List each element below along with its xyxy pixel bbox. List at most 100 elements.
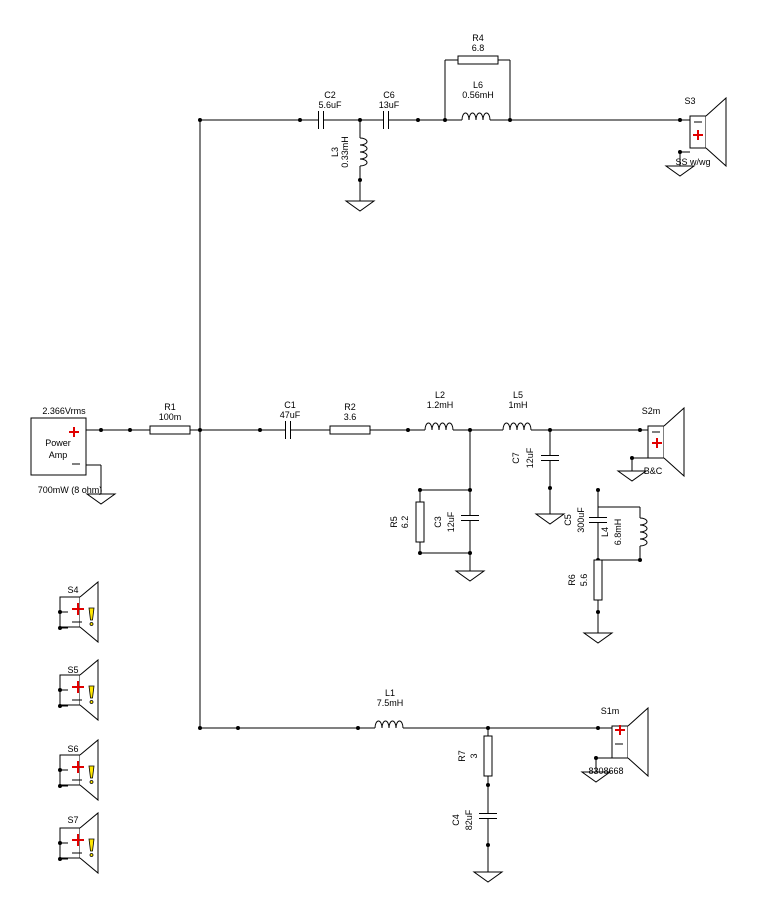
r2-value-label: 3.6 (344, 412, 357, 422)
capacitor-c2[interactable]: C2 5.6uF (318, 90, 342, 130)
ground-l3 (345, 194, 375, 212)
l3-name-label: L3 (330, 147, 340, 157)
ground-r6 (583, 626, 613, 644)
amp-label-1: Power (45, 438, 71, 448)
junctions (99, 118, 682, 847)
c1-value-label: 47uF (280, 410, 301, 420)
capacitor-c6[interactable]: C6 13uF (379, 90, 400, 130)
inductor-l1[interactable]: L1 7.5mH (374, 688, 404, 729)
c5-value-label: 300uF (576, 507, 586, 533)
c5-name-label: C5 (563, 514, 573, 526)
l5-name-label: L5 (513, 390, 523, 400)
r4-name-label: R4 (472, 33, 484, 43)
l6-value-label: 0.56mH (462, 90, 494, 100)
c1-name-label: C1 (284, 400, 296, 410)
l1-value-label: 7.5mH (377, 698, 404, 708)
plus-icon (615, 725, 625, 735)
capacitor-c4[interactable]: C4 82uF (451, 809, 498, 830)
s3-model-label: SS w/wg (675, 157, 710, 167)
resistor-r7[interactable]: R7 3 (457, 735, 493, 777)
ground-s2m (617, 464, 647, 482)
resistor-r2[interactable]: R2 3.6 (329, 402, 371, 435)
l1-name-label: L1 (385, 688, 395, 698)
power-amp[interactable]: Power Amp (30, 417, 101, 476)
wires (86, 59, 690, 866)
inductor-l6[interactable]: L6 0.56mH (461, 80, 494, 121)
amp-label-2: Amp (49, 450, 68, 460)
capacitor-c7[interactable]: C7 12uF (511, 447, 560, 468)
s6-name-label: S6 (67, 744, 78, 754)
r2-name-label: R2 (344, 402, 356, 412)
resistor-r4[interactable]: R4 6.8 (457, 33, 499, 65)
plus-icon (72, 761, 84, 773)
c3-name-label: C3 (433, 516, 443, 528)
s2m-name-label: S2m (642, 406, 661, 416)
r6-value-label: 5.6 (579, 574, 589, 587)
plus-icon (69, 427, 79, 437)
capacitor-c1[interactable]: C1 47uF (280, 400, 301, 440)
capacitor-c3[interactable]: C3 12uF (433, 511, 480, 532)
r7-name-label: R7 (457, 750, 467, 762)
resistor-r1[interactable]: R1 100m (149, 402, 191, 435)
ground-c3 (455, 564, 485, 582)
inductor-l5[interactable]: L5 1mH (502, 390, 532, 431)
c7-value-label: 12uF (525, 447, 535, 468)
r4-value-label: 6.8 (472, 43, 485, 53)
r1-value-label: 100m (159, 412, 182, 422)
amp-voltage: 2.366Vrms (42, 406, 86, 416)
inductor-l3[interactable]: L3 0.33mH (330, 136, 368, 168)
c4-value-label: 82uF (464, 809, 474, 830)
c6-name-label: C6 (383, 90, 395, 100)
l3-value-label: 0.33mH (340, 136, 350, 168)
speaker-s2m[interactable]: S2m B&C (642, 406, 685, 477)
r5-name-label: R5 (389, 516, 399, 528)
r5-value-label: 6.2 (400, 516, 410, 529)
c2-name-label: C2 (324, 90, 336, 100)
c7-name-label: C7 (511, 452, 521, 464)
l2-value-label: 1.2mH (427, 400, 454, 410)
resistor-r5[interactable]: R5 6.2 (389, 501, 425, 543)
speaker-s7[interactable]: S7 (58, 812, 99, 874)
warning-icon (88, 607, 95, 621)
plus-icon (72, 603, 84, 615)
s3-name-label: S3 (684, 96, 695, 106)
speaker-s5[interactable]: S5 (58, 659, 99, 721)
s1m-name-label: S1m (601, 706, 620, 716)
warning-icon (88, 765, 95, 779)
r1-name-label: R1 (164, 402, 176, 412)
plus-icon (72, 681, 84, 693)
l4-value-label: 6.8mH (613, 519, 623, 546)
c4-name-label: C4 (451, 814, 461, 826)
speaker-s6[interactable]: S6 (58, 739, 99, 801)
c3-value-label: 12uF (446, 511, 456, 532)
l4-name-label: L4 (600, 527, 610, 537)
plus-icon (72, 834, 84, 846)
amp-power: 700mW (8 ohm) (38, 485, 103, 495)
warning-icon (88, 685, 95, 699)
r6-name-label: R6 (567, 574, 577, 586)
l5-value-label: 1mH (508, 400, 527, 410)
warning-icon (88, 838, 95, 852)
l6-name-label: L6 (473, 80, 483, 90)
s5-name-label: S5 (67, 665, 78, 675)
s4-name-label: S4 (67, 585, 78, 595)
plus-icon (652, 438, 662, 448)
speaker-s3[interactable]: S3 SS w/wg (675, 96, 727, 167)
speaker-s1m[interactable]: S1m 8308668 (588, 706, 649, 777)
s1m-model-label: 8308668 (588, 766, 623, 776)
s7-name-label: S7 (67, 815, 78, 825)
ground-c7 (535, 507, 565, 525)
speaker-s4[interactable]: S4 (58, 581, 99, 643)
c6-value-label: 13uF (379, 100, 400, 110)
r7-value-label: 3 (469, 753, 479, 758)
resistor-r6[interactable]: R6 5.6 (567, 559, 603, 601)
inductor-l4[interactable]: L4 6.8mH (600, 517, 648, 547)
capacitor-c5[interactable]: C5 300uF (563, 507, 608, 533)
ground-c4 (473, 865, 503, 883)
inductor-l2[interactable]: L2 1.2mH (424, 390, 454, 431)
plus-icon (693, 130, 703, 140)
c2-value-label: 5.6uF (318, 100, 342, 110)
l2-name-label: L2 (435, 390, 445, 400)
s2m-model-label: B&C (644, 466, 663, 476)
